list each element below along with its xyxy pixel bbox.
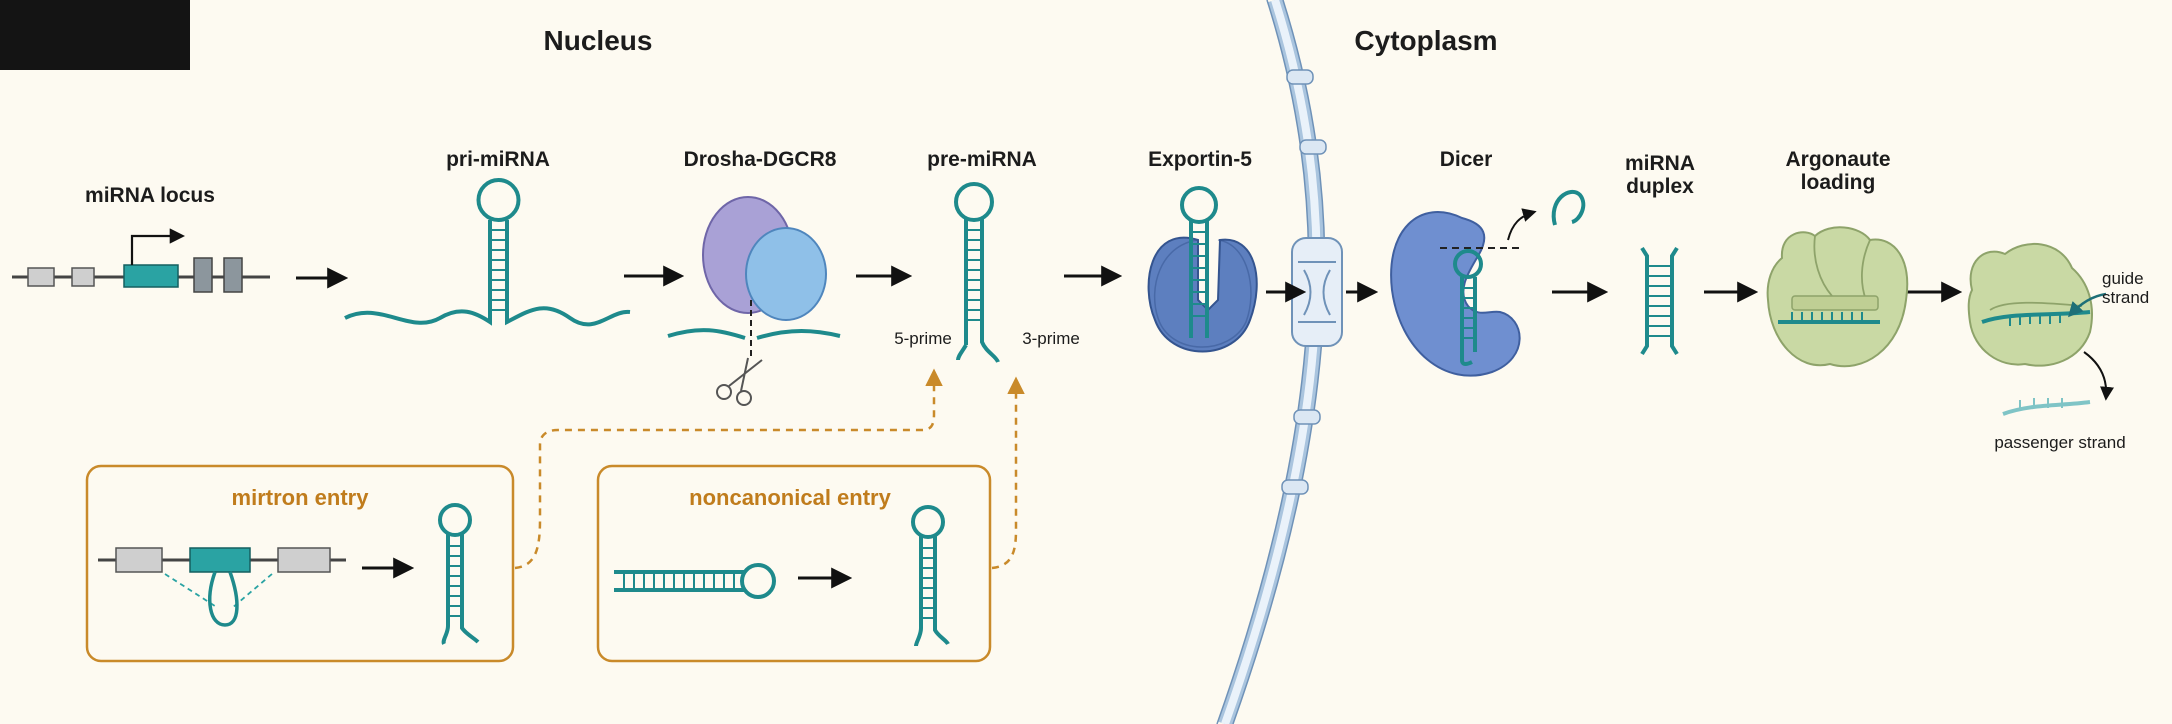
dicer-label: Dicer [1439,148,1493,171]
mirna-duplex-icon [1640,246,1679,356]
drosha-dgcr8-label: Drosha-DGCR8 [683,148,837,171]
mirna-duplex-label-line2: duplex [1626,175,1694,199]
pri-mirna-icon [344,178,631,327]
passenger-strand-label: passenger strand [1994,433,2126,452]
guide-strand-label-line1: guide [2102,269,2144,288]
five-prime-label: 5-prime [894,329,952,348]
nuclear-membrane [1216,0,1327,724]
corner-tab [0,0,190,70]
drosha-dgcr8-icon [667,196,841,406]
argonaute-loading-icon [1766,226,1909,368]
argonaute-loading-label-line1: Argonaute [1785,148,1891,171]
dicer-icon [1390,189,1586,377]
mirna-duplex-label: miRNA duplex [1580,152,1740,198]
pre-mirna-label: pre-miRNA [927,148,1037,171]
mirna-duplex-label-line1: miRNA [1624,152,1695,175]
argonaute-loading-label-line2: loading [1800,171,1876,195]
mirna-locus-label: miRNA locus [85,184,215,207]
nuclear-pore-icon [1291,237,1343,347]
entry-connectors [514,368,1025,570]
noncanonical-entry-box [596,464,992,663]
process-arrows [296,265,1963,303]
pri-mirna-label: pri-miRNA [446,148,550,171]
mirna-locus-icon [12,228,270,293]
argonaute-loading-label: Argonaute loading [1758,148,1918,194]
mirtron-entry-label: mirtron entry [231,485,369,510]
three-prime-label: 3-prime [1022,329,1080,348]
exportin-5-label: Exportin-5 [1148,148,1252,171]
noncanonical-entry-label: noncanonical entry [689,485,891,510]
guide-strand-label-line2: strand [2102,287,2150,307]
risc-complex-icon [1967,242,2114,416]
exportin-5-icon [1147,186,1258,353]
scissors-icon [716,357,763,406]
pre-mirna-icon [954,182,1000,363]
guide-strand-label: guide strand [2102,269,2162,307]
nucleus-title: Nucleus [543,25,653,56]
cytoplasm-title: Cytoplasm [1354,25,1498,56]
mirtron-entry-box [85,464,515,663]
